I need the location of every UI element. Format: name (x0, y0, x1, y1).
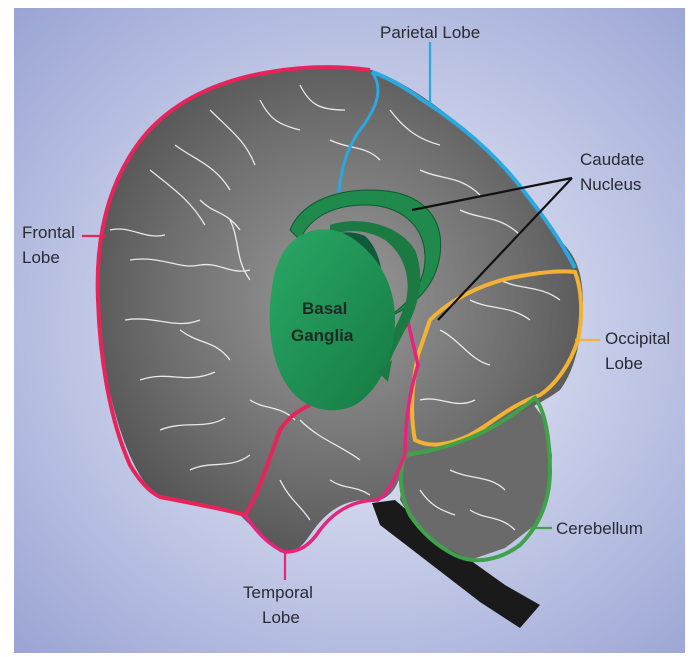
label-frontal-line1: Frontal (22, 223, 75, 242)
label-basal-line1: Basal (302, 299, 347, 318)
label-caudate-line1: Caudate (580, 150, 644, 169)
label-temporal-line2: Lobe (262, 608, 300, 627)
label-parietal-lobe: Parietal Lobe (380, 23, 480, 42)
label-occipital-line2: Lobe (605, 354, 643, 373)
label-cerebellum: Cerebellum (556, 519, 643, 538)
label-occipital-line1: Occipital (605, 329, 670, 348)
label-caudate-line2: Nucleus (580, 175, 641, 194)
label-basal-line2: Ganglia (291, 326, 354, 345)
label-temporal-line1: Temporal (243, 583, 313, 602)
label-frontal-line2: Lobe (22, 248, 60, 267)
